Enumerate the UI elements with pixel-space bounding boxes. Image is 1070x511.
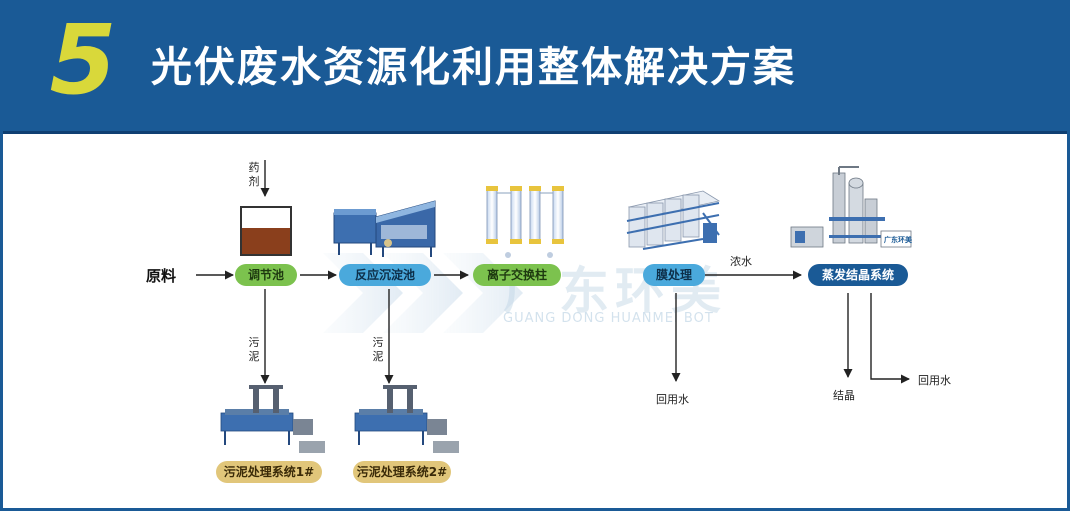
evaporation-crystallizer-image (790, 166, 912, 248)
stage-sludge-system-1: 污泥处理系统1# (216, 461, 322, 483)
process-flow-diagram (196, 160, 912, 453)
equipment-logo-label: 广东环美 (884, 236, 912, 244)
reaction-sedimentation-tank-image (333, 200, 436, 257)
stage-sludge-system-2: 污泥处理系统2# (353, 461, 451, 483)
watermark-english: GUANG DONG HUANMEI BOT (503, 311, 714, 326)
header-divider (3, 131, 1067, 134)
page-title: 光伏废水资源化利用整体解决方案 (151, 43, 796, 91)
sludge-label-1: 污泥 (248, 336, 260, 363)
concentrate-label: 浓水 (730, 255, 752, 268)
sludge-label-2: 污泥 (372, 336, 384, 363)
stage-ion-exchange: 离子交换柱 (473, 264, 561, 286)
stage-reaction-sedimentation: 反应沉淀池 (339, 264, 431, 286)
chemical-label: 药剂 (248, 161, 260, 188)
membrane-system-image (626, 190, 721, 250)
raw-material-label: 原料 (146, 267, 177, 285)
recycled-water-label-1: 回用水 (656, 393, 689, 406)
recycled-water-label-2: 回用水 (918, 374, 951, 387)
filter-press-1-image (220, 385, 325, 453)
crystal-label: 结晶 (833, 389, 855, 402)
regulating-tank-image (240, 206, 292, 256)
stage-membrane-treatment: 膜处理 (643, 264, 705, 286)
header-banner (3, 3, 1067, 131)
arrow-evaporation-recycled (870, 293, 910, 384)
stage-evaporation-crystallization: 蒸发结晶系统 (808, 264, 908, 286)
stage-regulating-tank: 调节池 (235, 264, 297, 286)
section-number: 5 (49, 4, 117, 116)
ion-exchange-columns-image (486, 186, 564, 258)
filter-press-2-image (354, 385, 459, 453)
